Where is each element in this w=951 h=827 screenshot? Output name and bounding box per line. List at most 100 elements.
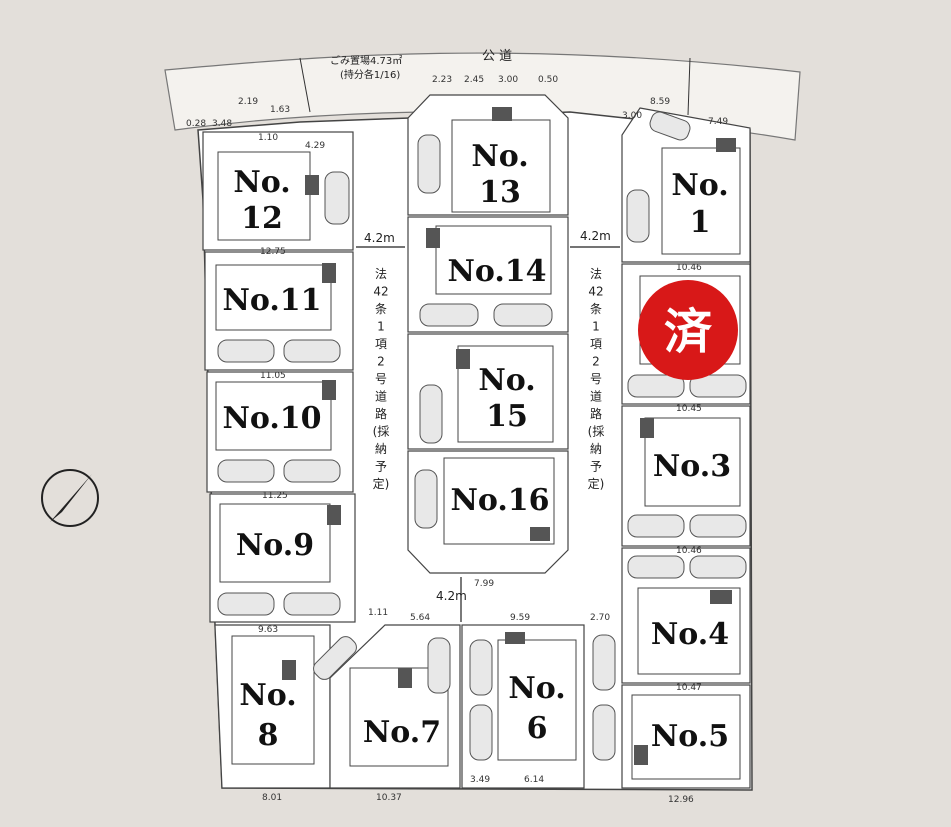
meter-icon	[305, 175, 319, 195]
road-note-char: 定)	[373, 476, 390, 491]
meter-icon	[505, 632, 525, 644]
car-icon	[592, 634, 616, 691]
lot-label-8: No.	[239, 678, 296, 713]
road-note-char: 路	[375, 406, 387, 421]
car-icon	[419, 303, 479, 327]
setback-arrows	[356, 246, 620, 622]
road-note-char: 2	[377, 355, 385, 369]
lot-6-building	[497, 639, 577, 761]
lot-label-7: No.7	[363, 715, 441, 750]
road-note-char: (採	[588, 425, 605, 439]
road-note-char: 号	[590, 372, 602, 386]
sold-badge	[638, 280, 738, 380]
road-note-char: 条	[590, 302, 602, 316]
dim-label: 3.49	[470, 775, 490, 785]
road-note-char: 道	[590, 390, 602, 404]
road-note-char: 予	[375, 460, 387, 474]
garbage-sub-label: (持分各1/16)	[340, 68, 400, 81]
dim-label: 9.59	[510, 613, 530, 623]
road-note-char: 1	[377, 320, 385, 334]
meter-icon	[530, 527, 550, 541]
dim-label: 8.59	[650, 97, 670, 107]
dim-label: 1.11	[368, 608, 388, 618]
lot-label-6: No.	[508, 671, 565, 706]
car-icon	[627, 514, 685, 538]
dimension-labels: 0.28 3.48 2.19 1.63 1.10 4.29 2.23 2.45 …	[186, 75, 728, 805]
dim-label: 0.50	[538, 75, 558, 85]
compass-ring	[41, 469, 99, 527]
lot-label-9: No.9	[236, 528, 314, 563]
road-note-char: 号	[375, 372, 387, 386]
dim-label: 1.63	[270, 105, 290, 115]
dim-label: 10.47	[676, 683, 702, 693]
dim-label: 2.70	[590, 613, 610, 623]
lot-label-1: No.	[671, 168, 728, 203]
meter-icon	[322, 380, 336, 400]
lot-label-12: No.	[233, 165, 290, 200]
dim-label: 10.37	[376, 793, 402, 803]
car-icon	[427, 637, 451, 694]
sold-badge-text: 済	[664, 304, 713, 360]
setback-label-bottom: 4.2m	[436, 589, 467, 603]
car-icon	[469, 704, 493, 761]
meter-icons	[282, 107, 736, 765]
car-icon	[283, 459, 341, 483]
meter-icon	[398, 668, 412, 688]
car-icon	[469, 639, 493, 696]
lot-11-building	[215, 264, 332, 331]
dim-label: 10.45	[676, 404, 702, 414]
dim-label: 10.46	[676, 263, 702, 273]
road-note-char: (採	[373, 425, 390, 439]
road-note-char: 1	[592, 320, 600, 334]
car-icon	[217, 592, 275, 616]
lot-label-6-number: 6	[527, 711, 548, 746]
dim-label: 5.64	[410, 613, 430, 623]
road-note-char: 納	[590, 442, 602, 456]
meter-icon	[492, 107, 512, 121]
road-note-char: 法	[590, 267, 602, 281]
road-note-char: 項	[375, 337, 387, 351]
road-note-char: 条	[375, 302, 387, 316]
dim-label: 8.01	[262, 793, 282, 803]
dim-label: 9.63	[258, 625, 278, 635]
dim-label: 12.96	[668, 795, 694, 805]
lot-label-1-number: 1	[690, 205, 711, 240]
lot-labels: No. 1 No.3 No.4 No.5 No. 6 No.7 No. 8 No…	[222, 139, 731, 754]
dim-label: 4.29	[305, 141, 325, 151]
lot-label-11: No.11	[222, 283, 321, 318]
road-note-char: 2	[592, 355, 600, 369]
car-icon	[283, 339, 341, 363]
dim-label: 1.10	[258, 133, 278, 143]
road-label: 公 道	[482, 49, 512, 64]
car-icon	[689, 555, 747, 579]
car-icon	[217, 339, 275, 363]
car-icons	[217, 111, 747, 761]
lot-10-building	[215, 381, 332, 451]
lot-9-building	[219, 503, 331, 583]
road-note-char: 項	[590, 337, 602, 351]
lot-8-building	[231, 635, 315, 765]
lot-5-building	[631, 694, 741, 780]
road-note-char: 法	[375, 267, 387, 281]
car-icon	[493, 303, 553, 327]
road-note-char: 42	[588, 285, 603, 299]
lot-1-building	[661, 147, 741, 255]
lot-3-building	[644, 417, 741, 507]
lot-14-building	[435, 225, 552, 295]
dim-label: 2.45	[464, 75, 484, 85]
lot-label-12-number: 12	[241, 201, 283, 236]
dim-label: 10.46	[676, 546, 702, 556]
road-note-char: 42	[373, 285, 388, 299]
meter-icon	[327, 505, 341, 525]
lot-label-13-number: 13	[479, 175, 521, 210]
dim-label: 7.49	[708, 117, 728, 127]
lot-13-building	[451, 119, 551, 213]
setback-label-right: 4.2m	[580, 229, 611, 243]
lot-label-13: No.	[471, 139, 528, 174]
road-note-char: 定)	[588, 476, 605, 491]
lot-label-16: No.16	[450, 483, 549, 518]
dim-label: 0.28	[186, 119, 206, 129]
